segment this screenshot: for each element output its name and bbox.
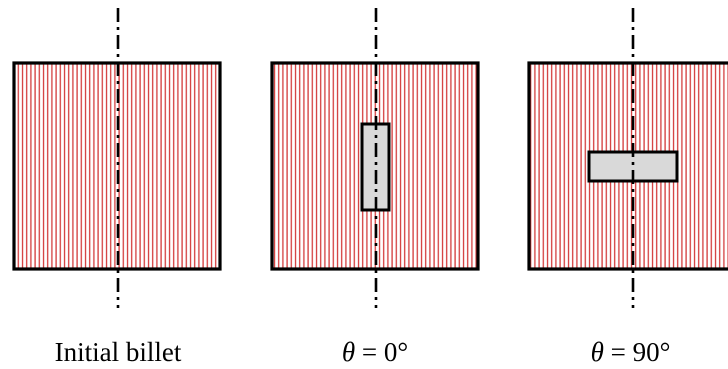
caption-theta-0: θ = 0° [300, 337, 450, 368]
panel-initial-billet [12, 8, 222, 308]
caption-theta-90: θ = 90° [553, 337, 708, 368]
panel-theta-0 [270, 8, 480, 308]
panel-theta-90 [527, 8, 728, 308]
caption-initial-billet: Initial billet [54, 337, 182, 367]
theta-symbol: θ [341, 337, 356, 367]
angle-value: = 0° [355, 337, 409, 367]
angle-value: = 90° [603, 337, 671, 367]
theta-symbol: θ [590, 337, 604, 367]
